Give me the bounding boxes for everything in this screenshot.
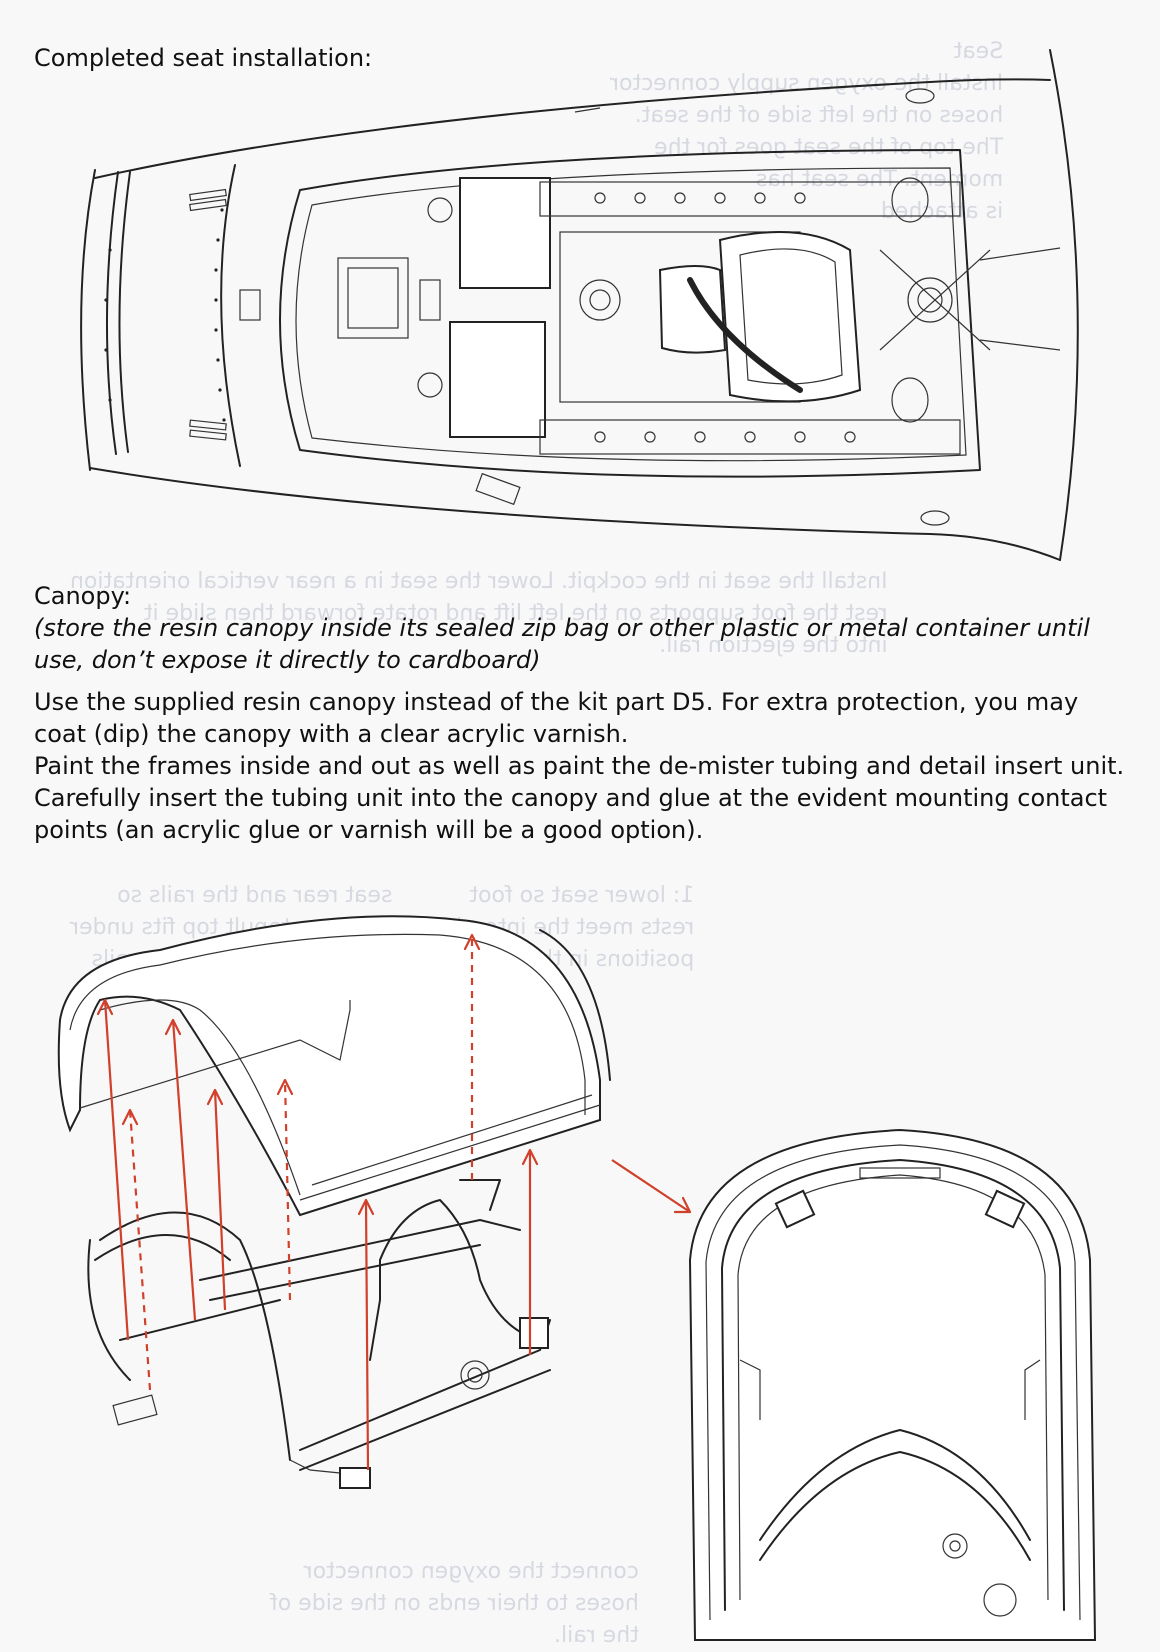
instruction-paragraph: Paint the frames inside and out as well …: [34, 752, 1125, 780]
rivet-row: [104, 208, 226, 422]
canopy-instructions: Use the supplied resin canopy instead of…: [34, 686, 1134, 846]
instruction-paragraph: Use the supplied resin canopy instead of…: [34, 688, 1079, 748]
canopy-heading: Canopy:: [34, 582, 132, 610]
console-switches: [594, 192, 856, 443]
assembly-arrows: [96, 933, 692, 1471]
storage-note: (store the resin canopy inside its seale…: [34, 614, 1090, 674]
seat-installation-heading: Completed seat installation:: [34, 44, 373, 72]
instruction-paragraph: Carefully insert the tubing unit into th…: [34, 784, 1108, 844]
